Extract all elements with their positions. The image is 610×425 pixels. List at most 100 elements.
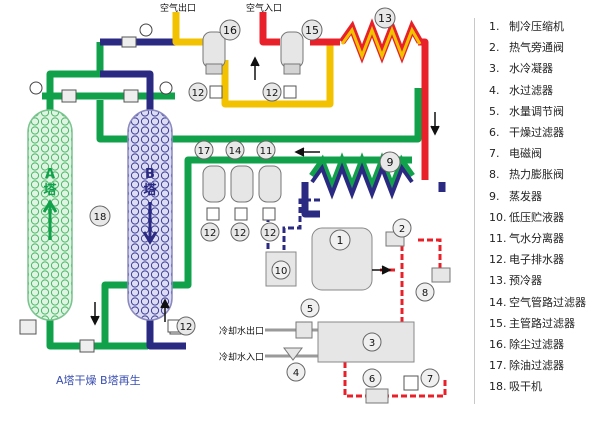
legend-item-number: 5.	[489, 104, 500, 118]
legend-item-number: 12.	[489, 253, 507, 267]
legend-item: 14.空气管路过滤器	[489, 294, 586, 310]
legend-item: 9. 蒸发器	[489, 188, 542, 204]
gauge-icon	[159, 81, 173, 95]
legend-item-label: 空气管路过滤器	[509, 295, 586, 309]
component-legend: 1. 制冷压缩机 2. 热气旁通阀 3.水冷凝器 4. 水过滤器 5. 水量调节阀 6. 干燥过滤器…	[474, 18, 609, 404]
label-10: 10	[275, 266, 288, 277]
legend-item-number: 17.	[489, 359, 507, 373]
drain-12-bottom: 12	[167, 316, 196, 336]
green-air-pipes	[42, 42, 422, 350]
label-12-d: 12	[234, 228, 247, 239]
tower-b-letter: B	[145, 167, 155, 182]
legend-item-label: 气水分离器	[509, 232, 564, 245]
legend-item-number: 4.	[489, 83, 500, 97]
legend-item: 11.气水分离器	[489, 230, 564, 246]
bypass-valve-2: 2	[385, 218, 412, 247]
legend-item-label: 制冷压缩机	[509, 20, 564, 33]
legend-item: 12.电子排水器	[489, 251, 564, 267]
air-inlet-label: 空气入口	[246, 2, 282, 14]
tower-b-word: 塔	[143, 182, 157, 198]
legend-item-number: 2.	[489, 41, 500, 55]
solenoid-valve-7: 7	[403, 368, 440, 391]
drain-12-middle: 12 12 12	[200, 207, 280, 242]
label-13: 13	[378, 12, 392, 25]
arrow-up-icon	[160, 298, 170, 322]
legend-item: 1. 制冷压缩机	[489, 18, 564, 34]
label-3: 3	[369, 338, 375, 349]
label-18: 18	[94, 212, 107, 223]
legend-item-label: 除油过滤器	[509, 359, 564, 373]
label-17: 17	[198, 146, 211, 157]
label-14: 14	[229, 146, 242, 157]
drain-12-top: 12 12	[188, 82, 297, 102]
tower-b: B 塔	[127, 109, 173, 321]
legend-item-number: 18.	[489, 380, 507, 394]
label-12-a: 12	[192, 88, 205, 99]
legend-item: 7. 电磁阀	[489, 145, 542, 161]
legend-item-label: 干燥过滤器	[509, 126, 564, 139]
dryer-filter-6: 6	[362, 368, 389, 404]
legend-item-label: 热气旁通阀	[509, 41, 564, 55]
legend-item: 4. 水过滤器	[489, 82, 553, 98]
legend-item-number: 9.	[489, 189, 500, 203]
legend-item-label: 热力膨胀阀	[509, 168, 564, 182]
label-5: 5	[307, 304, 313, 315]
label-4: 4	[293, 368, 299, 379]
legend-item-number: 10.	[489, 210, 507, 224]
air-outlet-label: 空气出口	[160, 2, 196, 14]
condenser-3: 3	[317, 321, 415, 363]
label-9: 9	[387, 156, 394, 169]
arrow-down-icon	[430, 112, 440, 136]
legend-item-label: 电磁阀	[509, 147, 542, 161]
legend-item-label: 吸干机	[509, 380, 542, 394]
filter-11: 11	[256, 140, 282, 203]
legend-item: 3.水冷凝器	[489, 60, 553, 76]
tower-b-arrow-down	[142, 202, 158, 245]
legend-item: 5. 水量调节阀	[489, 103, 564, 119]
legend-item: 16.除尘过滤器	[489, 336, 564, 352]
tower-a: A 塔	[27, 109, 73, 321]
legend-item-number: 3.	[489, 62, 500, 76]
label-12-e: 12	[264, 228, 277, 239]
tower-a-letter: A	[45, 167, 55, 182]
legend-item-number: 16.	[489, 338, 507, 351]
legend-item: 15.主管路过滤器	[489, 315, 575, 331]
legend-item-number: 1.	[489, 20, 500, 33]
filter-14: 14	[225, 140, 254, 203]
gauge-icon	[29, 81, 43, 95]
legend-item-label: 水过滤器	[509, 83, 553, 97]
legend-item-number: 6.	[489, 126, 500, 139]
arrow-down-icon	[90, 302, 100, 326]
expansion-valve-8: 8	[415, 267, 451, 302]
label-2: 2	[399, 224, 405, 235]
legend-item-label: 水量调节阀	[509, 104, 564, 118]
evaporator-9: 9	[309, 151, 415, 200]
legend-item: 6. 干燥过滤器	[489, 124, 564, 140]
label-8: 8	[422, 288, 428, 299]
legend-item-label: 除尘过滤器	[509, 338, 564, 351]
legend-item-label: 蒸发器	[509, 189, 542, 203]
label-7: 7	[427, 374, 433, 385]
label-12-f: 12	[180, 322, 193, 333]
filter-15: 15	[280, 19, 323, 75]
arrow-up-icon	[250, 56, 260, 80]
legend-item-label: 电子排水器	[509, 253, 564, 267]
navy-pipe-b-top	[100, 70, 154, 112]
diagram-caption: A塔干燥 B塔再生	[56, 373, 141, 387]
label-15: 15	[305, 24, 319, 37]
legend-item: 17.除油过滤器	[489, 357, 564, 373]
legend-item-label: 低压贮液器	[509, 210, 564, 224]
cooling-water-outlet-label: 冷却水出口	[219, 325, 264, 337]
legend-item: 2. 热气旁通阀	[489, 39, 564, 55]
legend-item-number: 7.	[489, 147, 500, 161]
flow-arrows	[90, 56, 440, 326]
label-11: 11	[260, 146, 273, 157]
filter-17: 17	[194, 140, 226, 203]
label-12-b: 12	[266, 88, 279, 99]
green-pipe-left-tower-to-precooler	[96, 88, 422, 143]
green-pipe-bottom-a	[46, 156, 412, 350]
legend-item-label: 预冷器	[509, 274, 542, 288]
refrigerant-cold-lines	[266, 198, 320, 250]
navy-pipe-evap-loop	[301, 182, 320, 218]
water-valve-5: 5	[295, 298, 320, 339]
